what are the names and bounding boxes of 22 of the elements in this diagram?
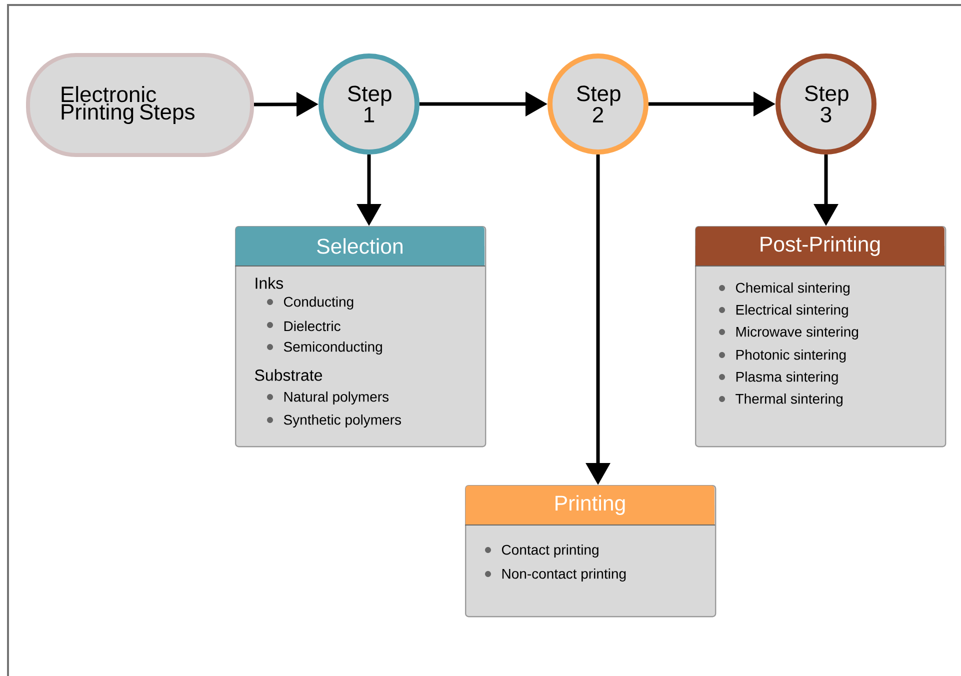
list-item: Synthetic polymers (267, 414, 401, 428)
start-pill: Electronic Printing Steps (26, 53, 254, 157)
group-heading: Inks (256, 277, 284, 289)
card-header: Selection (234, 226, 486, 266)
list-item: Contact printing (485, 544, 598, 558)
process-card (464, 485, 716, 618)
list-item: Photonic sintering (719, 349, 846, 363)
list-item: Electrical sintering (719, 304, 848, 318)
list-item: Dielectric (267, 320, 340, 332)
process-card (694, 226, 946, 448)
list-item: Plasma sintering (719, 371, 838, 385)
list-item: Non-contact printing (485, 568, 626, 582)
card-header: Post-Printing (694, 226, 946, 266)
list-item: Conducting (267, 296, 354, 310)
list-item: Semiconducting (267, 341, 382, 355)
group-heading: Substrate (255, 369, 322, 381)
list-item: Thermal sintering (719, 393, 842, 407)
list-item: Chemical sintering (719, 282, 850, 296)
process-card (234, 226, 486, 448)
card-header: Printing (464, 486, 716, 526)
list-item: Natural polymers (267, 391, 389, 405)
list-item: Microwave sintering (719, 326, 858, 340)
